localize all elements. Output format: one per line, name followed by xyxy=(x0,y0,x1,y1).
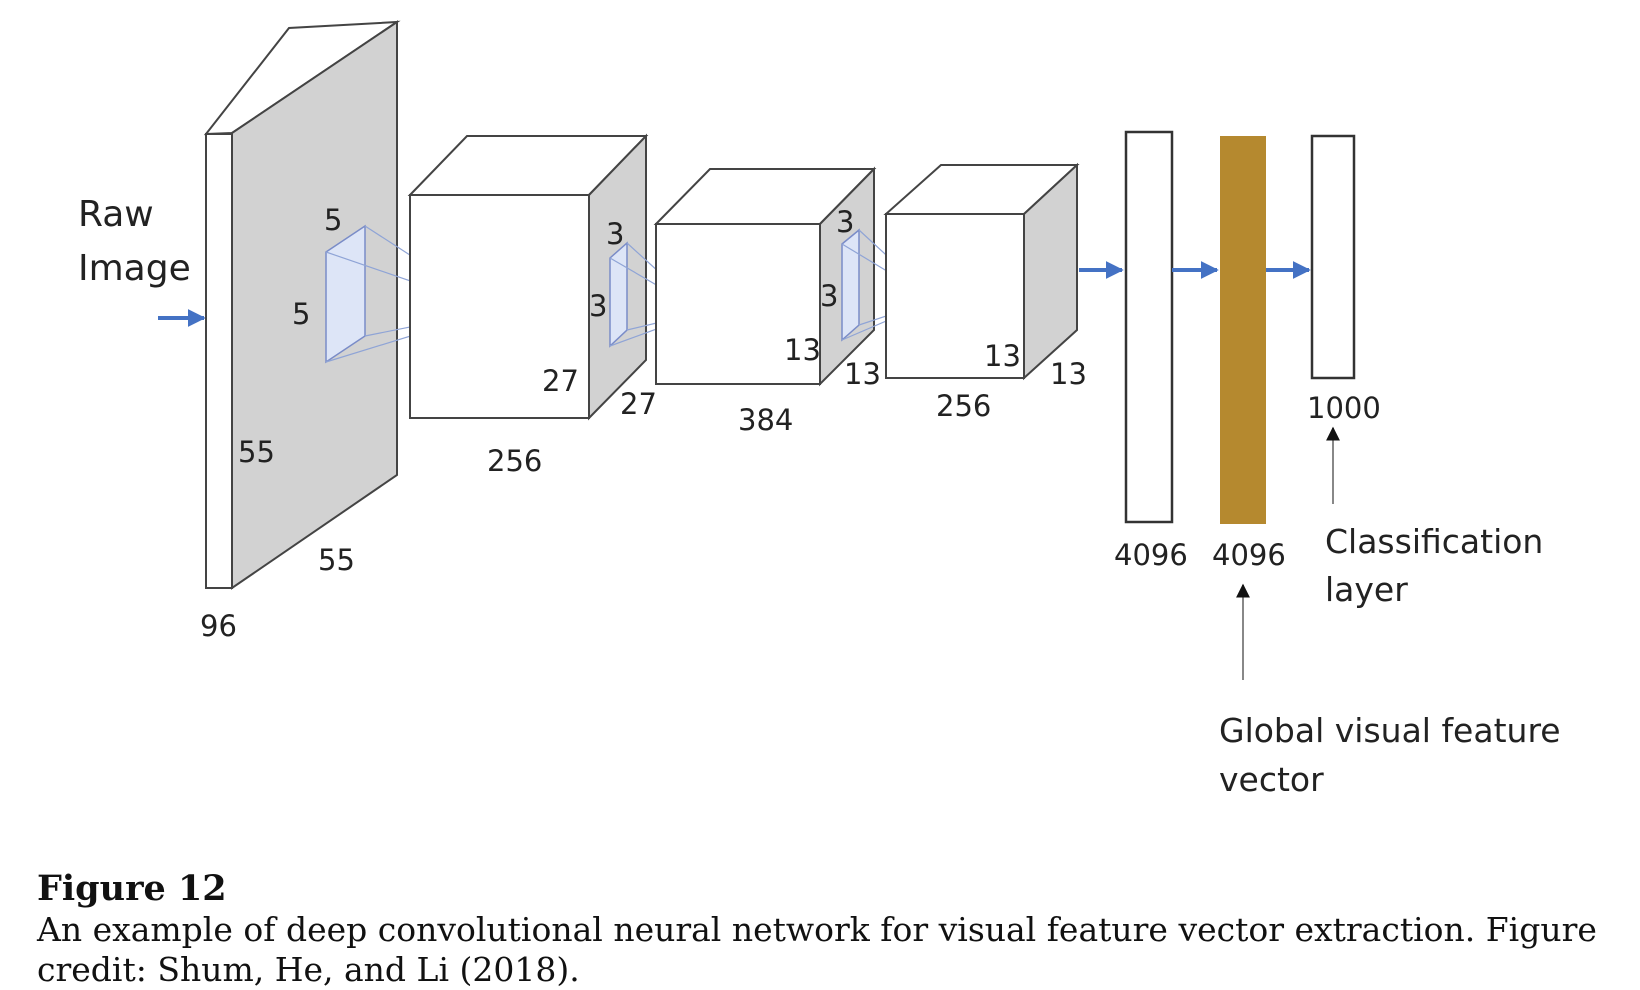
conv3-width-label: 13 xyxy=(844,357,881,391)
conv2-layer xyxy=(407,133,649,421)
feature-vector-annotation-line1: Global visual feature xyxy=(1219,711,1561,750)
figure-caption-title: Figure 12 xyxy=(37,868,227,909)
conv2-kernel-width-label: 3 xyxy=(589,289,607,323)
cnn-diagram: Raw Image 5 5 55 55 96 3 3 27 27 256 xyxy=(78,20,1561,799)
classification-annotation-line1: Classification xyxy=(1325,522,1543,561)
fc3-size-label: 1000 xyxy=(1307,391,1381,425)
conv3-height-label: 13 xyxy=(784,333,821,367)
conv4-height-label: 13 xyxy=(984,339,1021,373)
input-kernel-height-label: 5 xyxy=(324,203,342,237)
conv2-height-label: 27 xyxy=(542,364,579,398)
classification-annotation-line2: layer xyxy=(1325,570,1408,609)
figure-caption: Figure 12 An example of deep convolution… xyxy=(37,868,1617,990)
conv4-depth-label: 256 xyxy=(936,389,991,423)
conv3-kernel-height-label: 3 xyxy=(836,205,854,239)
input-width-label: 55 xyxy=(318,543,355,577)
feature-vector-layer xyxy=(1220,136,1266,524)
fc1-size-label: 4096 xyxy=(1114,538,1188,572)
conv2-depth-label: 256 xyxy=(487,444,542,478)
fc1-layer xyxy=(1124,130,1174,524)
conv2-kernel-height-label: 3 xyxy=(606,217,624,251)
feature-vector-annotation-line2: vector xyxy=(1219,760,1324,799)
raw-image-label-line1: Raw xyxy=(78,194,154,235)
classification-layer-box xyxy=(1310,134,1356,380)
input-height-label: 55 xyxy=(238,435,275,469)
conv2-width-label: 27 xyxy=(620,387,657,421)
figure-caption-text: An example of deep convolutional neural … xyxy=(37,910,1597,989)
input-layer xyxy=(203,20,401,590)
conv4-layer xyxy=(883,162,1080,381)
input-kernel-width-label: 5 xyxy=(292,297,310,331)
conv4-width-label: 13 xyxy=(1050,357,1087,391)
fc2-size-label: 4096 xyxy=(1212,538,1286,572)
conv3-depth-label: 384 xyxy=(738,403,793,437)
raw-image-label-line2: Image xyxy=(78,248,191,289)
conv3-kernel-width-label: 3 xyxy=(820,279,838,313)
input-depth-label: 96 xyxy=(200,609,237,643)
